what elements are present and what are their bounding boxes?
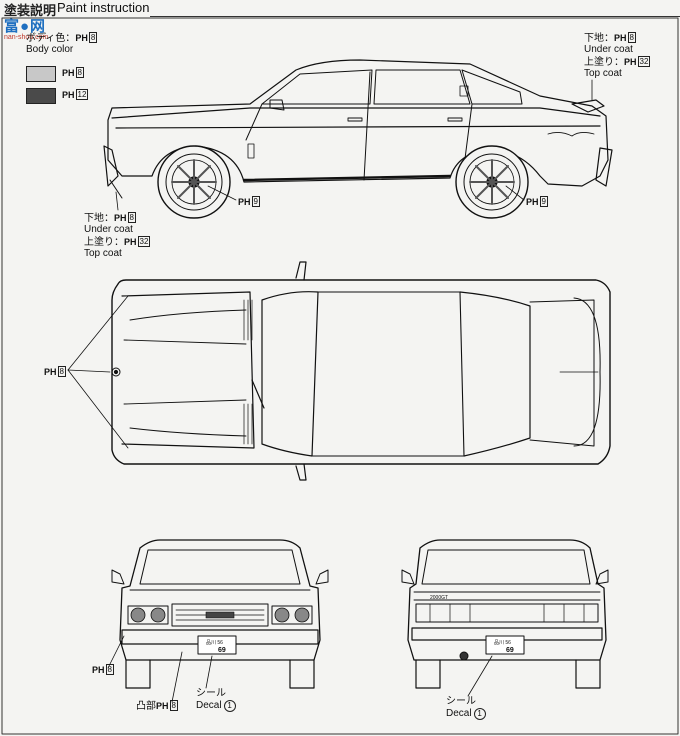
front-note-code2: 32 xyxy=(137,236,151,247)
header: 塗装説明 Paint instruction xyxy=(0,0,680,18)
title-english: Paint instruction xyxy=(57,0,150,15)
bumper-jp: 凸部 xyxy=(136,701,156,712)
rear-badge: 2000GT xyxy=(430,595,448,601)
watermark-url: nan-shou.com xyxy=(4,34,49,41)
title-japanese: 塗装説明 xyxy=(4,3,57,18)
front-note-under-en: Under coat xyxy=(84,224,133,235)
front-note-top-en: Top coat xyxy=(84,248,122,259)
swatch-2-code: 12 xyxy=(75,89,89,100)
body-color-code: 8 xyxy=(88,32,98,43)
ph-prefix: PH xyxy=(526,197,539,207)
rear-note-jp2: 上塗り： xyxy=(584,57,624,68)
rear-note-code2: 32 xyxy=(637,56,651,67)
page-frame xyxy=(1,17,679,735)
front-wheel-code: 9 xyxy=(251,196,260,207)
body-color-label-en: Body color xyxy=(26,44,74,55)
ph-prefix: PH xyxy=(92,665,105,675)
rear-wheel-code: 9 xyxy=(539,196,548,207)
rear-plate-top: 品川 56 xyxy=(494,640,511,646)
ph-prefix: PH xyxy=(624,57,637,67)
ph-prefix: PH xyxy=(44,367,57,377)
ph-prefix: PH xyxy=(75,33,88,43)
rear-note-code1: 8 xyxy=(627,32,636,43)
rear-note-jp1: 下地： xyxy=(584,33,614,44)
front-view-car xyxy=(107,539,329,703)
rear-note-top-en: Top coat xyxy=(584,68,622,79)
rear-note-under-en: Under coat xyxy=(584,44,633,55)
swatch-dark-gray xyxy=(26,88,56,104)
rear-plate-number: 69 xyxy=(506,647,514,654)
rear-decal-jp: シール xyxy=(446,696,476,707)
ph-prefix: PH xyxy=(62,90,75,100)
front-plate-number: 69 xyxy=(218,647,226,654)
front-note-code1: 8 xyxy=(127,212,136,223)
watermark: 富●网 nan-shou.com xyxy=(4,15,48,41)
top-view-car xyxy=(67,261,611,481)
rear-view-car xyxy=(401,539,609,697)
front-decal-en-text: Decal xyxy=(196,700,222,711)
front-note-jp1: 下地： xyxy=(84,213,114,224)
ph-prefix: PH xyxy=(114,213,127,223)
ph-prefix: PH xyxy=(614,33,627,43)
ph-prefix: PH xyxy=(238,197,251,207)
bumper-code: 8 xyxy=(169,700,178,711)
body-color-jp-text: ボディ色： xyxy=(26,33,76,44)
swatch-light-gray xyxy=(26,66,56,82)
ph-prefix: PH xyxy=(62,68,75,78)
front-plate-top: 品川 56 xyxy=(206,640,223,646)
rear-decal-en-text: Decal xyxy=(446,708,472,719)
header-rule xyxy=(150,16,680,17)
watermark-logo: 富●网 xyxy=(4,18,47,35)
front-decal-number: 1 xyxy=(223,700,236,712)
top-view-code: 8 xyxy=(57,366,66,377)
swatch-1-code: 8 xyxy=(75,67,84,78)
front-note-jp2: 上塗り： xyxy=(84,237,124,248)
ph-prefix: PH xyxy=(156,701,169,711)
rear-decal-number: 1 xyxy=(473,708,486,720)
side-view-car xyxy=(103,59,613,219)
front-decal-jp: シール xyxy=(196,688,226,699)
ph-prefix: PH xyxy=(124,237,137,247)
